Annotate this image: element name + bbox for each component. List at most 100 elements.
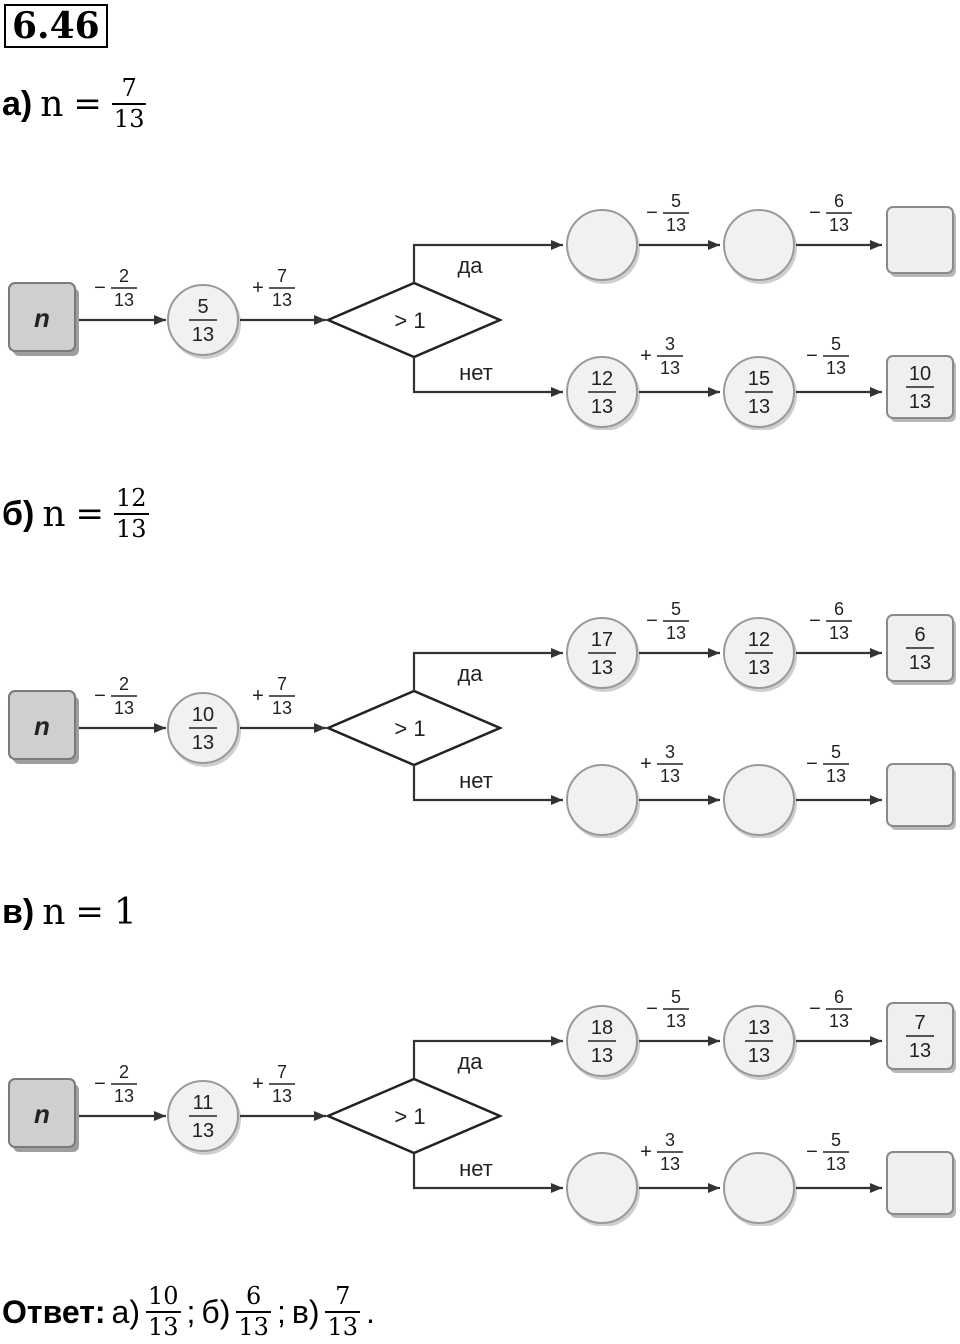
operator-sign: − [646,610,658,632]
operator-sign: − [94,1073,106,1095]
operator-sign: − [809,202,821,224]
numerator: 7 [121,73,137,102]
arrowhead [708,795,720,805]
numerator: 5 [671,599,681,619]
denominator: 13 [591,396,613,418]
numerator: 18 [591,1017,613,1039]
arrowhead [314,723,326,733]
arrowhead [870,648,882,658]
decision-condition: > 1 [394,716,425,741]
answer-separator: ; [186,1293,196,1330]
operator-sign: − [94,277,106,299]
answer-end: . [366,1293,375,1330]
numerator: 17 [591,629,613,651]
numerator: 7 [335,1281,351,1310]
no-op-label-1: +313 [640,742,683,786]
node-circle [566,764,638,836]
denominator: 13 [272,1086,292,1106]
op-label-2: +713 [252,1062,295,1106]
box-rect [886,763,954,827]
arrowhead [708,648,720,658]
equals-sign: = [75,494,105,534]
no-label: нет [459,768,493,793]
numerator: 12 [748,629,770,651]
box-rect [8,1078,76,1148]
no-label: нет [459,360,493,385]
node-circle [723,764,795,836]
arrow-start-to-node1 [79,723,166,733]
numerator: 5 [831,742,841,762]
denominator: 13 [826,1154,846,1174]
denominator: 13 [327,1313,359,1341]
start-variable: n [34,303,50,333]
arrow-yes-node1-to-node2 [639,240,720,250]
no-op-label-1: +313 [640,1130,683,1174]
numerator: 2 [119,674,129,694]
yes-op-label-1: −513 [646,599,689,643]
answer-separator: ; [276,1293,286,1330]
arrow-node1-to-decision [240,1111,326,1121]
equals-sign: = [75,892,104,932]
numerator: 7 [914,1012,925,1034]
part-b-heading: б) n = 12 13 [2,482,149,546]
denominator: 13 [660,1154,680,1174]
arrow-no-node2-to-result [796,1183,882,1193]
decision-diamond: > 1 [324,281,504,359]
diamond-shape [324,689,504,767]
n-value-fraction: 12 13 [114,485,149,542]
yes-result-box: 613 [886,614,956,685]
arrowhead [708,240,720,250]
arrow-yes-branch [412,240,563,283]
yes-result-box [886,206,956,277]
answer-b-fraction: 6 13 [236,1283,271,1340]
arrowhead [870,1036,882,1046]
operator-sign: + [252,277,264,299]
no-node-1 [566,764,640,839]
denominator: 13 [147,1313,179,1341]
op-label-2: +713 [252,674,295,718]
numerator: 5 [671,191,681,211]
arrow-node1-to-decision [240,723,326,733]
no-node-1 [566,1152,640,1227]
numerator: 7 [277,266,287,286]
no-label: нет [459,1156,493,1181]
operator-sign: + [640,345,652,367]
arrow-line [412,1039,563,1079]
box-rect [886,206,954,274]
part-letter: б) [2,494,35,533]
denominator: 13 [192,1120,214,1142]
n-value-fraction: 7 13 [111,73,147,132]
no-op-label-2: −513 [806,742,849,786]
fraction-bar [145,1311,181,1313]
yes-op-label-1: −513 [646,987,689,1031]
denominator: 13 [272,698,292,718]
yes-node-1 [566,209,640,284]
numerator: 10 [192,704,214,726]
part-letter: в) [2,892,35,931]
part-letter: а) [2,84,33,123]
arrowhead [551,1036,563,1046]
yes-node-2 [723,209,797,284]
numerator: 10 [147,1281,179,1310]
denominator: 13 [829,623,849,643]
operator-sign: + [640,753,652,775]
denominator: 13 [748,1045,770,1067]
denominator: 13 [272,290,292,310]
numerator: 5 [671,987,681,1007]
node-circle [723,1152,795,1224]
arrow-no-branch [412,765,563,805]
numerator: 10 [909,363,931,385]
fraction-bar [114,513,149,515]
numerator: 5 [831,1130,841,1150]
start-variable: n [34,711,50,741]
numerator: 12 [591,368,613,390]
denominator: 13 [114,698,134,718]
